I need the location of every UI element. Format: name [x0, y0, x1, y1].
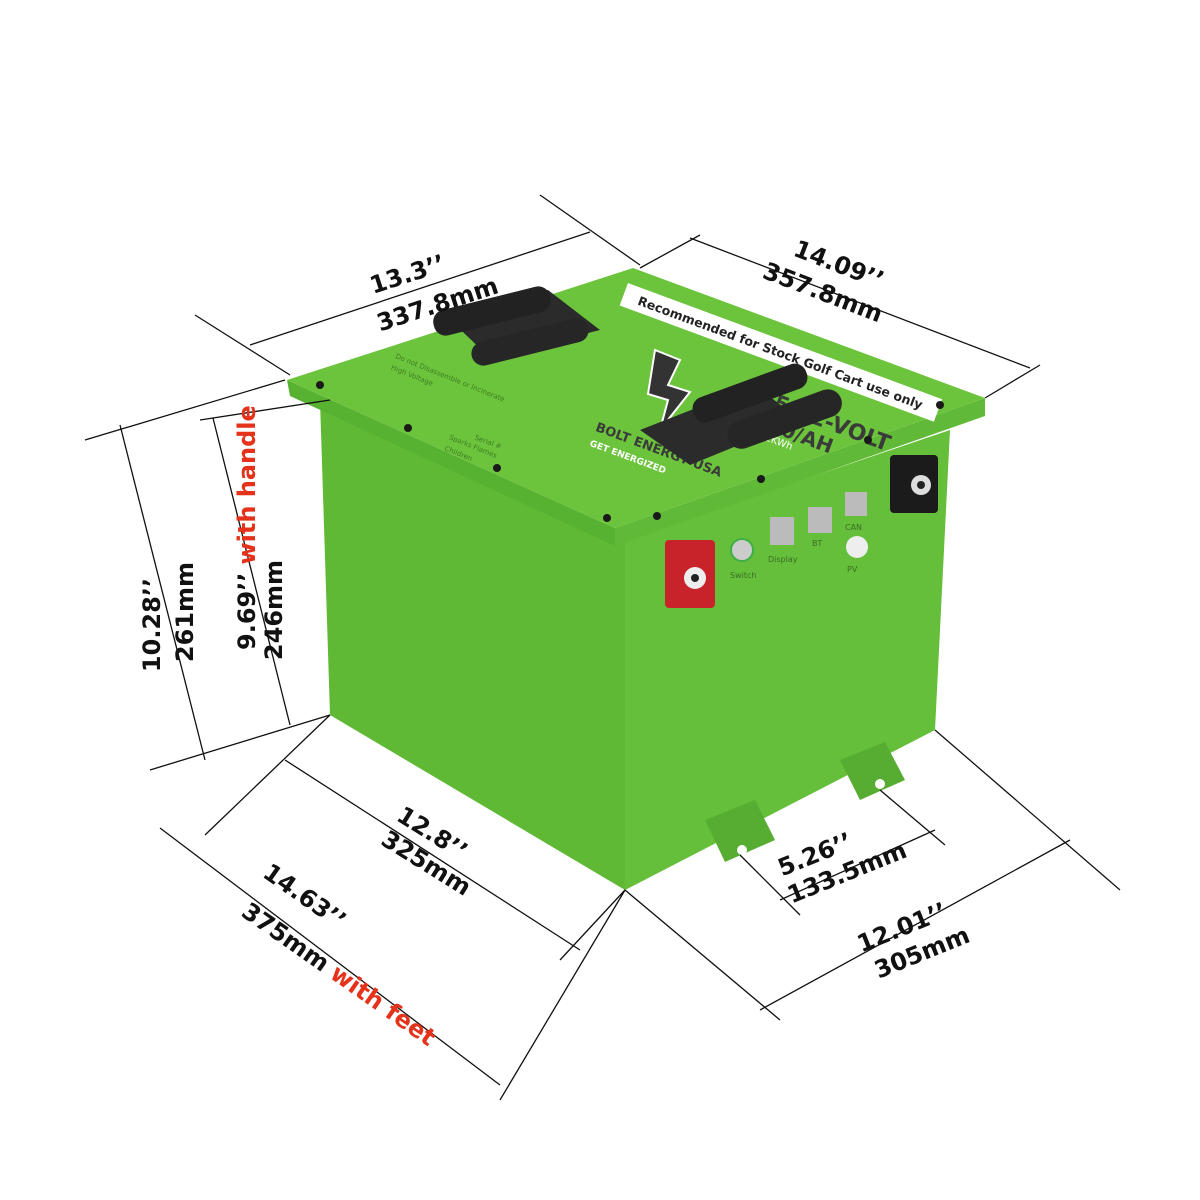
port-label-switch: Switch — [730, 571, 756, 580]
display-port — [770, 517, 794, 545]
port-label-bt: BT — [812, 539, 822, 548]
handle-left — [433, 286, 600, 366]
lid-bolts — [316, 381, 944, 522]
dim-bottom-left-outer-note: with feet — [325, 959, 441, 1052]
switch-button[interactable] — [730, 538, 754, 562]
lid-top — [287, 268, 985, 528]
port-label-pv: PV — [847, 565, 858, 574]
pv-port — [846, 536, 868, 558]
handle-right — [640, 363, 842, 465]
dim-height-handle: 9.69’’ with handle — [233, 405, 261, 650]
foot-front — [705, 800, 775, 862]
foot-right — [840, 742, 905, 800]
can-port — [845, 492, 867, 516]
lid-right-side — [615, 398, 985, 546]
lid-front-side — [287, 380, 615, 546]
dim-height-handle-inch: 9.69’’ — [233, 573, 261, 650]
dim-height-handle-mm: 246mm — [260, 560, 288, 660]
body-left-face — [320, 400, 625, 890]
port-label-can: CAN — [845, 523, 862, 532]
dim-height-total-inch: 10.28’’ — [138, 578, 166, 672]
dim-height-handle-note: with handle — [233, 405, 261, 564]
bt-port — [808, 507, 832, 533]
dim-height-total-mm: 261mm — [171, 562, 199, 662]
port-label-display: Display — [768, 555, 798, 564]
dimension-lines — [84, 194, 1121, 1101]
lightning-bolt-icon — [646, 348, 692, 431]
warning-banner — [619, 283, 943, 422]
